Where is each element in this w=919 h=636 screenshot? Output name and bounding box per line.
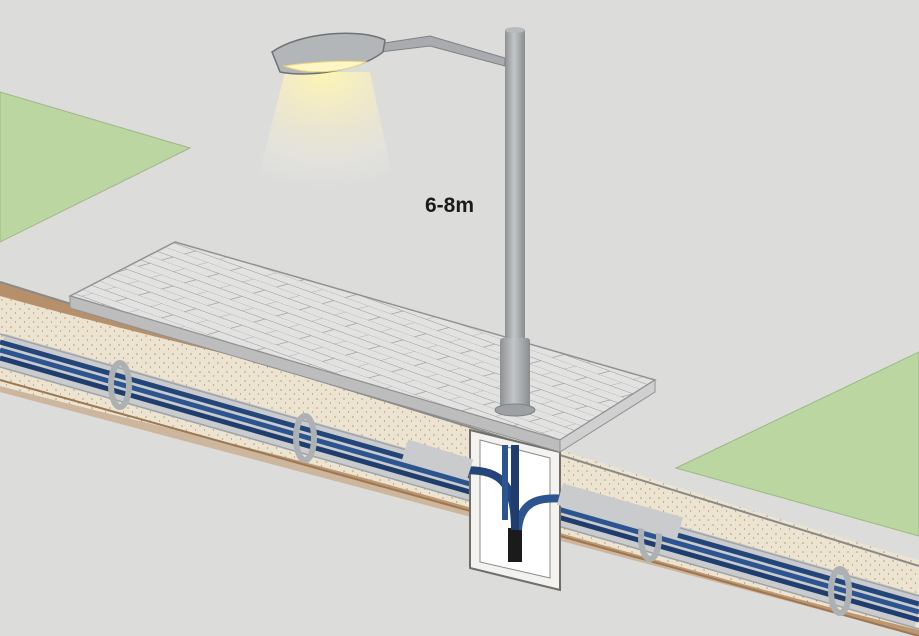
junction-pit [454, 428, 576, 592]
pole-base [500, 338, 530, 410]
conduit-collar [293, 413, 317, 463]
conduit-collar [828, 566, 852, 616]
grass-patch-left [0, 91, 192, 243]
conduit-collar [108, 360, 132, 410]
lamp-pole [505, 30, 525, 342]
lamp-light-cone [255, 72, 395, 190]
pit-drain [508, 528, 522, 562]
grass-patch-right [674, 351, 919, 537]
street-lamp-icon [271, 27, 536, 417]
pole-height-label: 6-8m [425, 194, 474, 217]
lamp-lens [282, 60, 368, 73]
